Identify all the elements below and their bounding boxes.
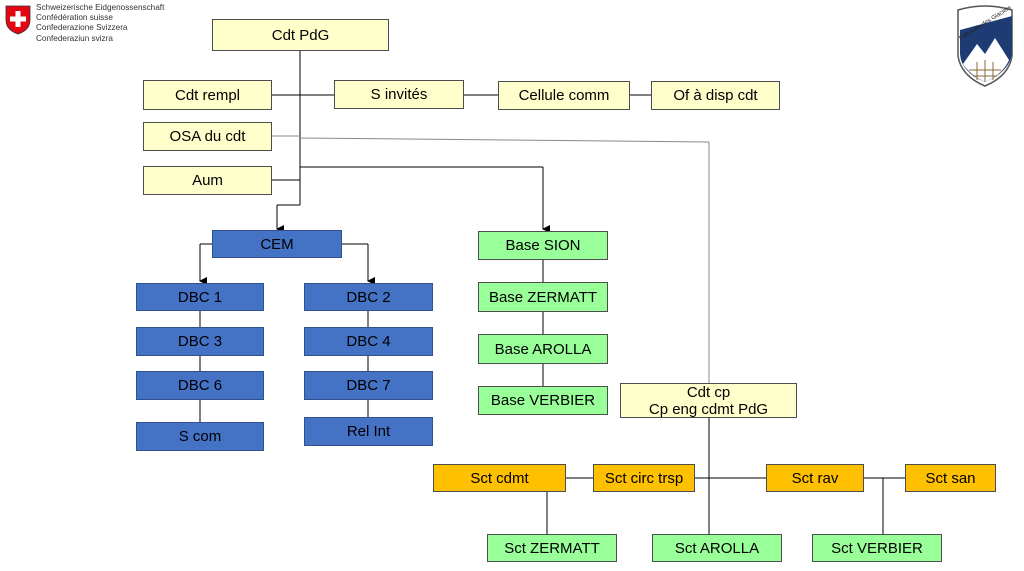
confederation-name-de: Schweizerische Eidgenossenschaft [36,3,165,12]
node-sct-cdmt: Sct cdmt [433,464,566,492]
swiss-shield-icon [5,5,31,35]
node-cdt-pdg: Cdt PdG [212,19,389,51]
node-dbc-1: DBC 1 [136,283,264,311]
patrouille-des-glaciers-logo [957,5,1013,87]
node-sct-zermatt: Sct ZERMATT [487,534,617,562]
confederation-names: Schweizerische Eidgenossenschaft Confédé… [36,3,164,44]
node-sct-verbier: Sct VERBIER [812,534,942,562]
node-dbc-3: DBC 3 [136,327,264,356]
confederation-name-it: Confederazione Svizzera [36,23,128,33]
node-cem: CEM [212,230,342,258]
node-cellule-comm: Cellule comm [498,81,630,110]
node-aum: Aum [143,166,272,195]
node-base-arolla: Base AROLLA [478,334,608,364]
node-of-a-disp-cdt: Of à disp cdt [651,81,780,110]
node-osa-du-cdt: OSA du cdt [143,122,272,151]
cdt-cp-line-2: Cp eng cdmt PdG [648,400,769,418]
node-sct-circ-trsp: Sct circ trsp [593,464,695,492]
node-dbc-4: DBC 4 [304,327,433,356]
node-cdt-cp: Cdt cp Cp eng cdmt PdG [620,383,797,418]
node-sct-san: Sct san [905,464,996,492]
swiss-confederation-logo: Schweizerische Eidgenossenschaft Confédé… [0,0,176,46]
node-rel-int: Rel Int [304,417,433,446]
node-cdt-rempl: Cdt rempl [143,80,272,110]
node-dbc-2: DBC 2 [304,283,433,311]
node-base-verbier: Base VERBIER [478,386,608,415]
node-s-invites: S invités [334,80,464,109]
node-sct-arolla: Sct AROLLA [652,534,782,562]
node-dbc-7: DBC 7 [304,371,433,400]
cdt-cp-line-1: Cdt cp [686,383,731,401]
node-base-zermatt: Base ZERMATT [478,282,608,312]
confederation-name-fr: Confédération suisse [36,13,113,23]
node-base-sion: Base SION [478,231,608,260]
confederation-name-rm: Confederaziun svizra [36,33,113,43]
node-s-com: S com [136,422,264,451]
node-dbc-6: DBC 6 [136,371,264,400]
node-sct-rav: Sct rav [766,464,864,492]
